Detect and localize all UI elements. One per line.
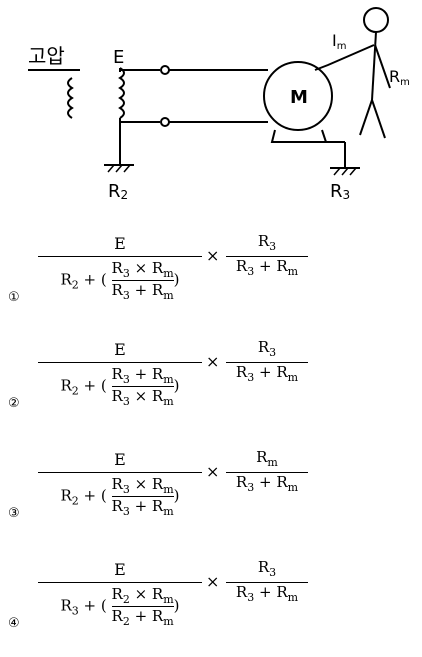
person-leg-right xyxy=(371,99,386,139)
right-fraction: R3 R3 + Rm xyxy=(226,558,308,604)
answer-option-2[interactable]: ② E R2 + ( R3 + Rm R3 × Rm ) × R3 R3 + R… xyxy=(0,334,422,434)
secondary-coil xyxy=(118,67,125,119)
inner-fraction: R2 × Rm R2 + Rm xyxy=(111,585,174,628)
main-numerator: E xyxy=(114,450,126,469)
label-high-voltage: 고압 xyxy=(28,44,65,68)
answer-option-3[interactable]: ③ E R2 + ( R3 × Rm R3 + Rm ) × Rm R3 + R… xyxy=(0,444,422,544)
main-fraction: E R2 + ( R3 + Rm R3 × Rm ) xyxy=(38,340,202,408)
main-fraction: E R3 + ( R2 × Rm R2 + Rm ) xyxy=(38,560,202,628)
main-fraction: E R2 + ( R3 × Rm R3 + Rm ) xyxy=(38,450,202,518)
label-im: Im xyxy=(332,31,346,52)
main-denominator: R3 + ( R2 × Rm R2 + Rm ) xyxy=(60,585,180,628)
main-numerator: E xyxy=(114,234,126,253)
main-denominator: R2 + ( R3 × Rm R3 + Rm ) xyxy=(60,259,180,302)
motor-base xyxy=(270,129,328,143)
times-sign: × xyxy=(206,352,220,371)
person-arm-left xyxy=(314,44,375,71)
option-number: ③ xyxy=(8,506,20,521)
inner-fraction: R3 × Rm R3 + Rm xyxy=(111,259,174,302)
circuit-diagram: 고압 E Im Rm M R2 R3 xyxy=(28,7,410,202)
option-number: ④ xyxy=(8,616,20,631)
person-body xyxy=(371,31,377,101)
answer-option-4[interactable]: ④ E R3 + ( R2 × Rm R2 + Rm ) × R3 R3 + R… xyxy=(0,554,422,654)
main-numerator: E xyxy=(114,560,126,579)
person-arm-right xyxy=(374,44,391,89)
right-fraction: R3 R3 + Rm xyxy=(226,232,308,278)
person-head xyxy=(363,7,389,33)
bottom-terminal xyxy=(160,117,170,127)
option-number: ① xyxy=(8,290,20,305)
label-rm: Rm xyxy=(389,67,410,88)
label-e: E xyxy=(113,47,124,68)
right-fraction: Rm R3 + Rm xyxy=(226,448,308,494)
label-r2: R2 xyxy=(108,181,128,202)
inner-fraction: R3 + Rm R3 × Rm xyxy=(111,365,174,408)
primary-coil xyxy=(67,77,74,119)
times-sign: × xyxy=(206,462,220,481)
label-motor: M xyxy=(290,87,308,108)
person-leg-left xyxy=(359,99,373,136)
main-denominator: R2 + ( R3 × Rm R3 + Rm ) xyxy=(60,475,180,518)
times-sign: × xyxy=(206,572,220,591)
main-denominator: R2 + ( R3 + Rm R3 × Rm ) xyxy=(60,365,180,408)
inner-fraction: R3 × Rm R3 + Rm xyxy=(111,475,174,518)
answer-option-1[interactable]: ① E R2 + ( R3 × Rm R3 + Rm ) × R3 R3 + R… xyxy=(0,228,422,328)
label-r3: R3 xyxy=(330,181,350,202)
times-sign: × xyxy=(206,246,220,265)
main-fraction: E R2 + ( R3 × Rm R3 + Rm ) xyxy=(38,234,202,302)
top-terminal xyxy=(160,65,170,75)
right-fraction: R3 R3 + Rm xyxy=(226,338,308,384)
motor-circle xyxy=(263,61,333,131)
option-number: ② xyxy=(8,396,20,411)
main-numerator: E xyxy=(114,340,126,359)
